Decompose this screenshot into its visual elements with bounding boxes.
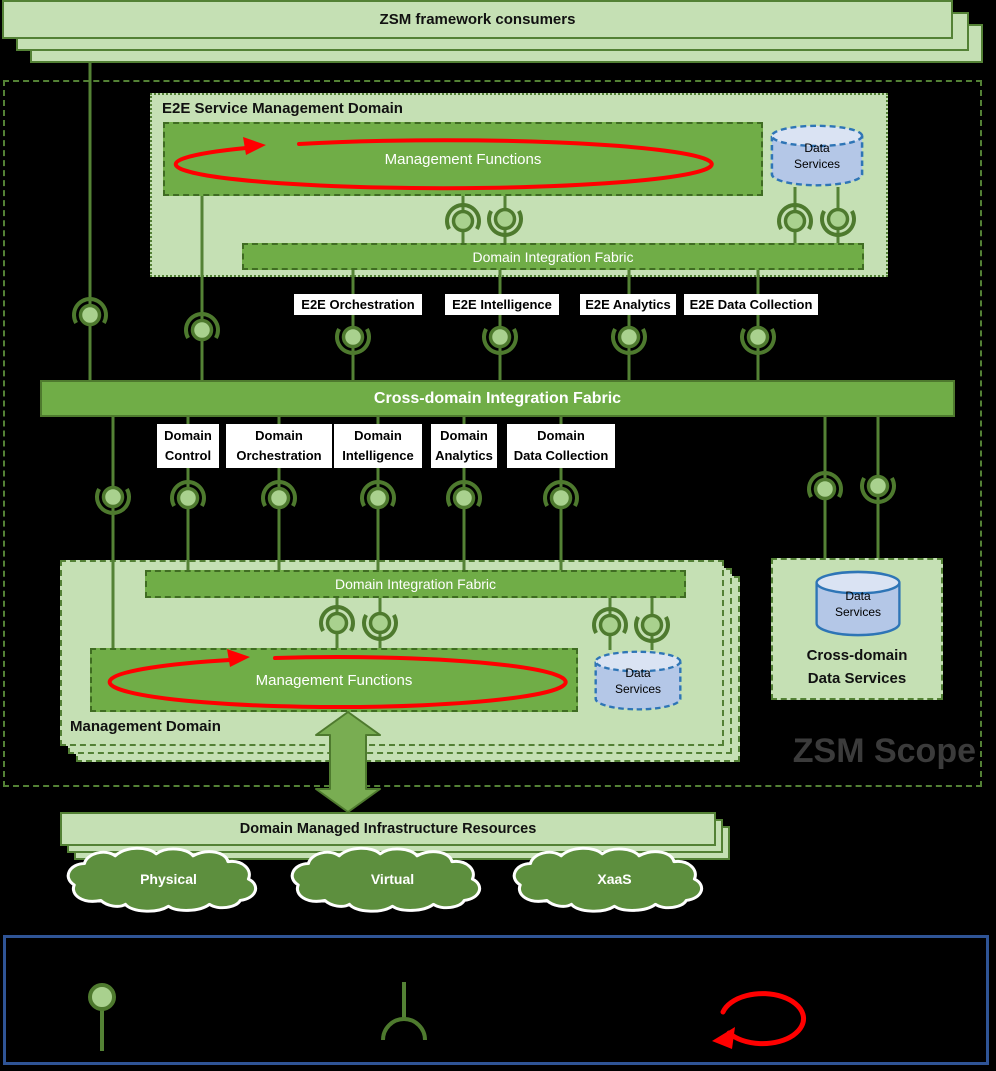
infrastructure-title: Domain Managed Infrastructure Resources — [239, 821, 537, 837]
e2e-management-functions-box: Management Functions — [163, 122, 763, 196]
label-e2e-data-collection: E2E Data Collection — [684, 294, 818, 315]
cylinder-icon — [594, 650, 682, 711]
cylinder-icon — [770, 124, 864, 187]
md-domain-integration-fabric: Domain Integration Fabric — [145, 570, 686, 598]
legend-box — [3, 935, 989, 1065]
management-domain-title: Management Domain — [70, 718, 221, 735]
cloud-label-physical: Physical — [140, 871, 197, 887]
label-domain-orchestration: Domain Orchestration — [226, 424, 332, 468]
e2e-fabric-label: Domain Integration Fabric — [472, 248, 634, 265]
cloud-label-virtual: Virtual — [370, 871, 415, 887]
cross-domain-integration-fabric: Cross-domain Integration Fabric — [40, 380, 955, 417]
md-data-services-label: Data Services — [614, 666, 661, 696]
cross-domain-data-services-title: Cross-domain Data Services — [806, 647, 908, 687]
consumers-title: ZSM framework consumers — [379, 11, 576, 28]
label-e2e-orchestration: E2E Orchestration — [294, 294, 422, 315]
label-e2e-intelligence: E2E Intelligence — [445, 294, 559, 315]
cd-data-services-label: Data Services — [834, 589, 881, 619]
zsm-scope-label: ZSM Scope — [792, 732, 976, 770]
cloud-label-xaas: XaaS — [597, 871, 632, 887]
cross-domain-fabric-label: Cross-domain Integration Fabric — [373, 389, 622, 407]
e2e-data-services-label: Data Services — [793, 141, 840, 171]
md-management-functions-label: Management Functions — [255, 671, 413, 689]
label-e2e-analytics: E2E Analytics — [580, 294, 676, 315]
label-domain-data-collection: Domain Data Collection — [507, 424, 615, 468]
infrastructure-box: Domain Managed Infrastructure Resources — [60, 812, 716, 846]
e2e-data-services-cylinder: Data Services — [768, 124, 866, 188]
e2e-domain-title: E2E Service Management Domain — [162, 100, 403, 117]
label-domain-control: Domain Control — [157, 424, 219, 468]
cylinder-icon — [815, 570, 901, 637]
consumers-box: ZSM framework consumers — [2, 0, 953, 39]
md-data-services-cylinder: Data Services — [592, 650, 684, 712]
md-fabric-label: Domain Integration Fabric — [334, 576, 497, 592]
e2e-domain-integration-fabric: Domain Integration Fabric — [242, 243, 864, 270]
zsm-scope-boundary — [3, 80, 982, 787]
cd-data-services-cylinder: Data Services — [813, 570, 903, 638]
label-domain-intelligence: Domain Intelligence — [334, 424, 422, 468]
md-management-functions-box: Management Functions — [90, 648, 578, 712]
e2e-management-functions-label: Management Functions — [384, 150, 542, 168]
label-domain-analytics: Domain Analytics — [431, 424, 497, 468]
